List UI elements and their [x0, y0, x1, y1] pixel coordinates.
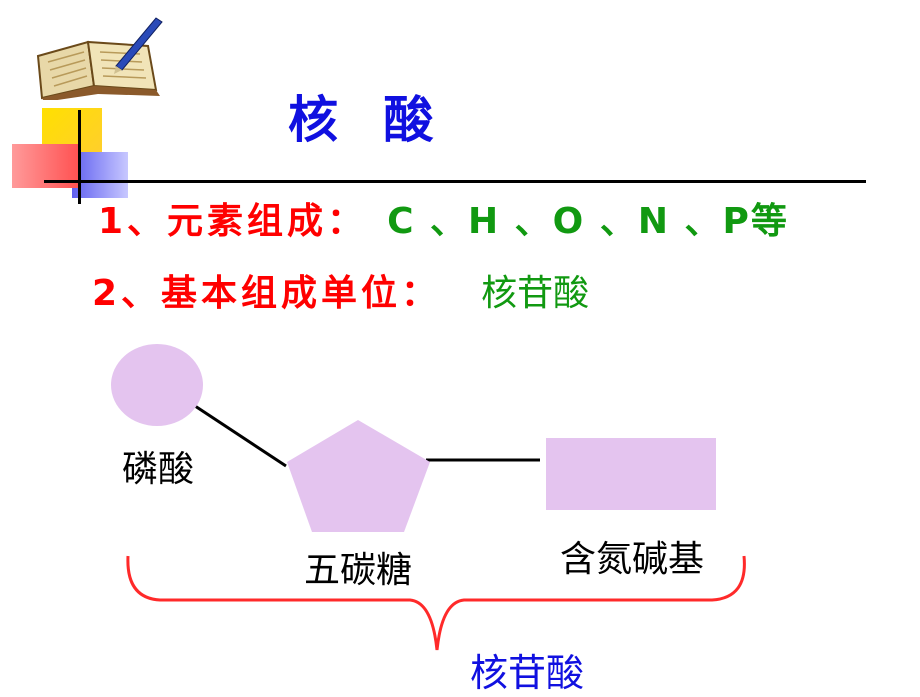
basic-unit-label: 2、基本组成单位： [92, 273, 442, 314]
element-composition-value: C 、H 、O 、N 、P等 [387, 201, 789, 242]
element-composition-label: 1、元素组成： [98, 201, 368, 242]
decor-rule-vertical [78, 110, 81, 204]
pentose-label: 五碳糖 [304, 550, 413, 591]
open-book-icon [36, 17, 163, 100]
page-title: 核 酸 [288, 90, 448, 149]
nucleotide-label: 核苷酸 [470, 651, 585, 695]
nitrogenous-base-rect [546, 438, 716, 510]
basic-unit-line: 2、基本组成单位： 核苷酸 [92, 264, 589, 316]
phosphate-label: 磷酸 [122, 449, 195, 490]
phosphate-circle [111, 344, 203, 426]
element-composition-line: 1、元素组成： C 、H 、O 、N 、P等 [98, 192, 789, 244]
basic-unit-value: 核苷酸 [481, 273, 590, 314]
decor-rule-horizontal [44, 180, 866, 183]
nitrogenous-base-label: 含氮碱基 [560, 539, 705, 580]
nucleotide-brace [126, 555, 746, 651]
phosphate-sugar-bond [191, 402, 287, 468]
decor-square-blue [72, 152, 128, 198]
pentose-pentagon [287, 420, 430, 532]
